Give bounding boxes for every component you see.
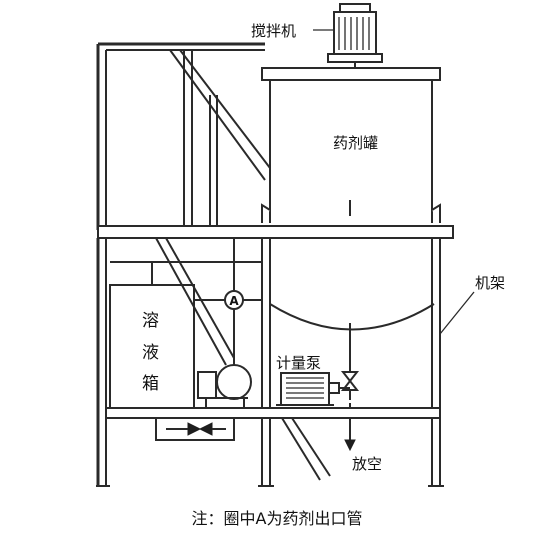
transfer-pump	[197, 364, 252, 408]
metering-pump	[276, 372, 350, 406]
frame-leader-line	[439, 291, 475, 335]
bottom-valve-assembly	[155, 417, 235, 441]
label-dissolve-box-char-1: 溶	[142, 311, 159, 331]
label-dissolve-box-char-2: 液	[142, 343, 159, 363]
label-vent: 放空	[352, 455, 382, 473]
frame-legs	[96, 238, 444, 487]
chemical-tank	[261, 67, 441, 223]
label-outlet-marker: A	[229, 294, 239, 308]
label-mixer: 搅拌机	[251, 22, 296, 40]
lower-diagonal-struts	[155, 237, 331, 481]
label-frame: 机架	[475, 274, 505, 292]
diagram-caption: 注：圈中A为药剂出口管	[192, 509, 363, 528]
lower-beam	[105, 407, 441, 419]
tank-hopper-bottom	[269, 303, 435, 331]
vent-arrow	[344, 439, 356, 452]
dissolving-box	[109, 261, 262, 409]
upper-frame	[96, 42, 271, 230]
platform-beam	[97, 225, 454, 239]
mixer-motor	[327, 3, 383, 68]
label-chemical-tank: 药剂罐	[333, 134, 378, 152]
label-dissolve-box-char-3: 箱	[142, 374, 159, 394]
label-metering-pump: 计量泵	[276, 354, 321, 372]
